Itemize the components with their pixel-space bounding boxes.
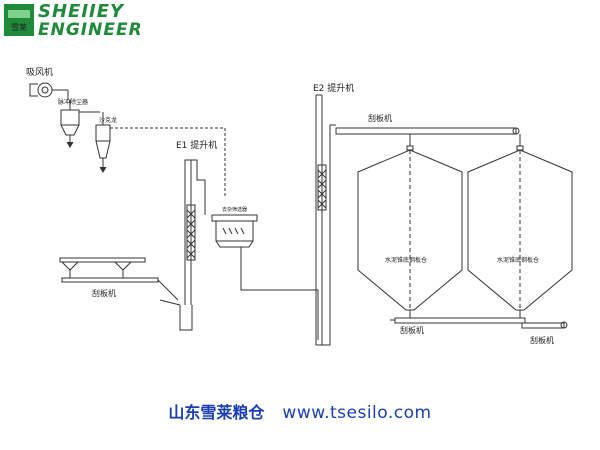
suction-duct (110, 127, 226, 198)
brand-line-1: SHEIIEY (38, 1, 125, 22)
brand-line-2: ENGINEER (38, 20, 143, 40)
label-scraper-left: 刮板机 (92, 288, 116, 298)
label-fan: 吸风机 (26, 66, 53, 78)
scraper-conveyor-bottom (390, 317, 526, 324)
company-name: 山东雪莱粮仓 (168, 403, 265, 422)
footer: 山东雪莱粮仓 www.tsesilo.com (0, 399, 600, 423)
label-scraper-right: 刮板机 (530, 335, 554, 345)
pulse-dust-collector (60, 100, 100, 148)
label-cleaner: 去杂筛选器 (222, 206, 247, 213)
cleaning-sieve (211, 214, 319, 340)
company-logo: 雪莱 (4, 4, 34, 36)
label-elevator-e1: E1 提升机 (176, 139, 217, 151)
label-cyclone: 沙克龙 (99, 116, 117, 124)
scraper-conveyor-left (59, 257, 179, 301)
label-elevator-e2: E2 提升机 (313, 82, 354, 94)
logo-badge-icon: 雪莱 (4, 4, 34, 36)
label-scraper-bottom: 刮板机 (400, 325, 424, 335)
cyclone-separator (95, 112, 111, 173)
website-url[interactable]: www.tsesilo.com (282, 403, 432, 423)
scraper-conveyor-right (521, 321, 568, 329)
suction-fan (29, 82, 69, 100)
label-silo-right: 水泥锥底钢板仓 (497, 256, 539, 264)
silo-left (357, 145, 463, 318)
logo-badge-text: 雪莱 (11, 22, 27, 32)
label-silo-left: 水泥锥底钢板仓 (385, 256, 427, 264)
silo-right (467, 145, 573, 318)
label-scraper-top: 刮板机 (368, 113, 392, 123)
elevator-e2 (315, 94, 336, 346)
label-pulse-collector: 脉冲除尘器 (58, 98, 88, 106)
scraper-conveyor-top (335, 127, 521, 146)
elevator-e1 (159, 159, 206, 331)
